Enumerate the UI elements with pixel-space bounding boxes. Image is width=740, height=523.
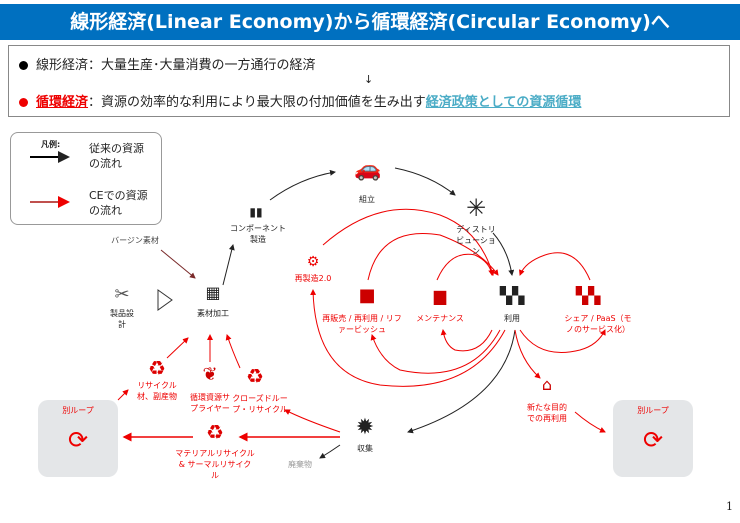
recycled-material-label: リサイクル材、副産物 — [137, 381, 177, 401]
cars-use-icon: ▚▚ — [499, 286, 525, 305]
car-assembly-icon: 🚗 — [354, 157, 382, 182]
other-loop-left-label: 別ループ — [62, 406, 94, 415]
legend: 凡例: 従来の資源の流れ CEでの資源の流れ — [10, 132, 162, 225]
circular-highlight: 経済政策としての資源循環 — [425, 95, 582, 110]
cars-share-icon: ▚▚ — [575, 286, 601, 305]
collection-hub-icon: ✹ — [355, 415, 375, 440]
design-label: 製品設計 — [110, 309, 134, 329]
summary-box: 線形経済：大量生産･大量消費の一方通行の経済 ↓ 循環経済：資源の効率的な利用に… — [8, 45, 730, 117]
waste-label: 廃棄物 — [288, 460, 312, 469]
supplier-label: 循環資源サプライヤー — [190, 393, 230, 413]
recycle-icon: ♻ — [246, 364, 264, 388]
maintenance-icon: ▆ — [433, 286, 447, 305]
circular-line: 循環経済：資源の効率的な利用により最大限の付加価値を生み出す経済政策としての資源… — [19, 91, 581, 110]
maintenance-label: メンテナンス — [416, 314, 464, 323]
house-icon: ⌂ — [541, 375, 553, 394]
use-label: 利用 — [504, 314, 520, 323]
legend-conventional-label: 従来の資源の流れ — [89, 142, 144, 170]
distribution-hub-icon: ✳ — [465, 194, 487, 222]
new-purpose-label: 新たな目的での再利用 — [527, 403, 567, 423]
collection-label: 収集 — [357, 444, 373, 453]
component-label: コンポーネント製造 — [230, 224, 286, 244]
share-paas-label: シェア / PaaS（モノのサービス化） — [564, 314, 632, 334]
ce-flows — [117, 208, 606, 442]
legend-title: 凡例: — [41, 140, 61, 149]
assembly-label: 組立 — [359, 195, 375, 204]
leaf-icon: ❦ — [202, 364, 218, 385]
other-loop-right — [613, 400, 693, 477]
material-processing-icon: ▦ — [205, 283, 221, 302]
virgin-material-label: バージン素材 — [111, 236, 159, 245]
closed-loop-label: クローズドループ・リサイクル — [232, 394, 288, 414]
loop-gears-icon: ⟳ — [642, 426, 664, 454]
virgin-arrow — [160, 249, 196, 279]
distribution-label: ディストリビューション — [456, 225, 496, 256]
other-loop-left — [38, 400, 118, 477]
material-processing-label: 素材加工 — [197, 309, 229, 318]
bullet-icon — [19, 61, 28, 70]
engine-icon: ⚙ — [306, 254, 320, 270]
remanufacture-label: 再製造2.0 — [294, 274, 332, 283]
material-recycle-label: マテリアルリサイクル & サーマルリサイクル — [175, 449, 255, 480]
circular-text: ：資源の効率的な利用により最大限の付加価値を生み出す — [88, 95, 426, 110]
triangle-icon — [157, 289, 173, 311]
legend-arrows — [30, 151, 70, 208]
conventional-flows — [222, 167, 516, 459]
legend-ce-label: CEでの資源の流れ — [89, 189, 148, 217]
page-title: 線形経済(Linear Economy)から循環経済(Circular Econ… — [0, 4, 740, 40]
tools-icon: ✂ — [114, 284, 130, 305]
car-resale-icon: ■ — [358, 285, 376, 306]
loop-gears-icon: ⟳ — [67, 426, 89, 454]
component-icon: ▮▮ — [249, 205, 263, 219]
down-arrow: ↓ — [364, 73, 374, 86]
circular-label: 循環経済 — [36, 95, 89, 110]
recycle-icon: ♻ — [148, 356, 166, 380]
page-number: 1 — [726, 500, 733, 513]
bullet-icon — [19, 98, 28, 107]
linear-text: ：大量生産･大量消費の一方通行の経済 — [88, 58, 316, 73]
linear-line: 線形経済：大量生産･大量消費の一方通行の経済 — [19, 54, 316, 73]
recycle-icon: ♻ — [206, 420, 224, 444]
linear-label: 線形経済 — [36, 58, 89, 73]
resale-label: 再販売 / 再利用 / リファービッシュ — [322, 314, 402, 334]
other-loop-right-label: 別ループ — [637, 406, 669, 415]
